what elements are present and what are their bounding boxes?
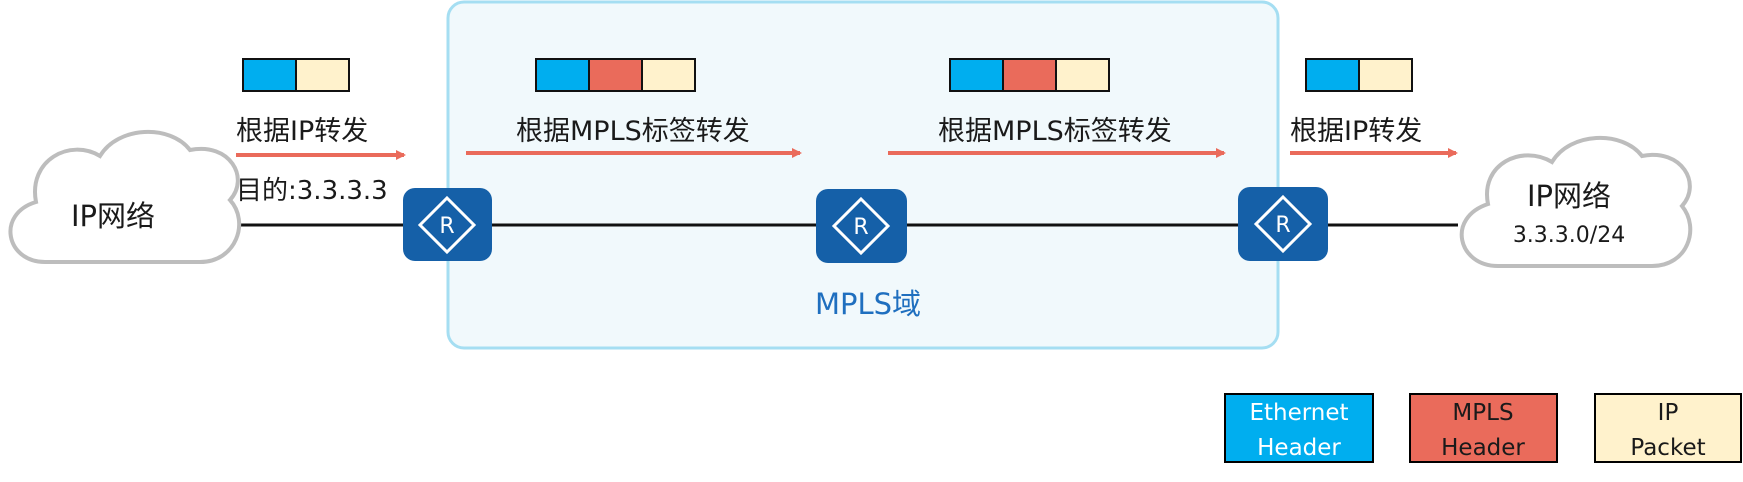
legend-label-line2: Header [1441, 435, 1525, 461]
segment-label: 根据MPLS标签转发 [516, 116, 750, 147]
ethernet-header-cell [242, 58, 297, 92]
ethernet-header-cell [535, 58, 590, 92]
cloud-icon [8, 129, 242, 264]
ip-header-cell [1055, 58, 1110, 92]
right-cloud-label: IP网络 [1527, 179, 1611, 213]
svg-text:R: R [1275, 213, 1290, 238]
ethernet-header-cell [1305, 58, 1360, 92]
right-cloud-subnet: 3.3.3.0/24 [1513, 223, 1625, 248]
segment-label: 根据MPLS标签转发 [938, 116, 1172, 147]
mpls-domain-label: MPLS域 [815, 287, 921, 321]
header-stack [242, 58, 350, 92]
legend-swatch [1409, 393, 1558, 463]
header-stack [1305, 58, 1413, 92]
legend-label-line1: MPLS [1452, 400, 1513, 426]
core-router[interactable]: R [816, 189, 907, 263]
legend-swatch [1594, 393, 1742, 463]
legend-item-ip: IP Packet [1594, 393, 1742, 463]
legend-item-ethernet: Ethernet Header [1224, 393, 1374, 463]
legend-label-line1: IP [1658, 400, 1679, 426]
legend: Ethernet Header MPLS Header IP Packet [1224, 393, 1742, 463]
cloud-icon [1459, 135, 1693, 268]
ip-header-cell [1358, 58, 1413, 92]
svg-text:R: R [439, 214, 454, 239]
legend-label-line2: Header [1257, 435, 1341, 461]
router-icon: R [831, 196, 891, 256]
svg-text:R: R [853, 215, 868, 240]
right-ip-network-cloud: IP网络 3.3.3.0/24 [1459, 135, 1693, 268]
mpls-header-cell [588, 58, 643, 92]
router-body [816, 189, 907, 263]
router-body [403, 188, 492, 261]
legend-label-line1: Ethernet [1249, 400, 1348, 426]
ethernet-header-cell [949, 58, 1004, 92]
legend-swatch [1224, 393, 1374, 463]
router-body [1238, 187, 1328, 261]
segment-label: 根据IP转发 [236, 116, 368, 147]
left-ip-network-cloud: IP网络 [8, 129, 242, 264]
mpls-header-cell [1002, 58, 1057, 92]
router-icon: R [417, 195, 477, 255]
header-stack [949, 58, 1110, 92]
router-icon: R [1253, 194, 1313, 254]
ip-header-cell [641, 58, 696, 92]
ingress-router[interactable]: R [403, 188, 492, 261]
segment-label: 根据IP转发 [1290, 116, 1422, 147]
egress-router[interactable]: R [1238, 187, 1328, 261]
ip-header-cell [295, 58, 350, 92]
legend-label-line2: Packet [1630, 435, 1705, 461]
header-stack [535, 58, 696, 92]
left-cloud-label: IP网络 [71, 199, 155, 233]
destination-label: 目的:3.3.3.3 [236, 176, 388, 206]
legend-item-mpls: MPLS Header [1409, 393, 1558, 463]
